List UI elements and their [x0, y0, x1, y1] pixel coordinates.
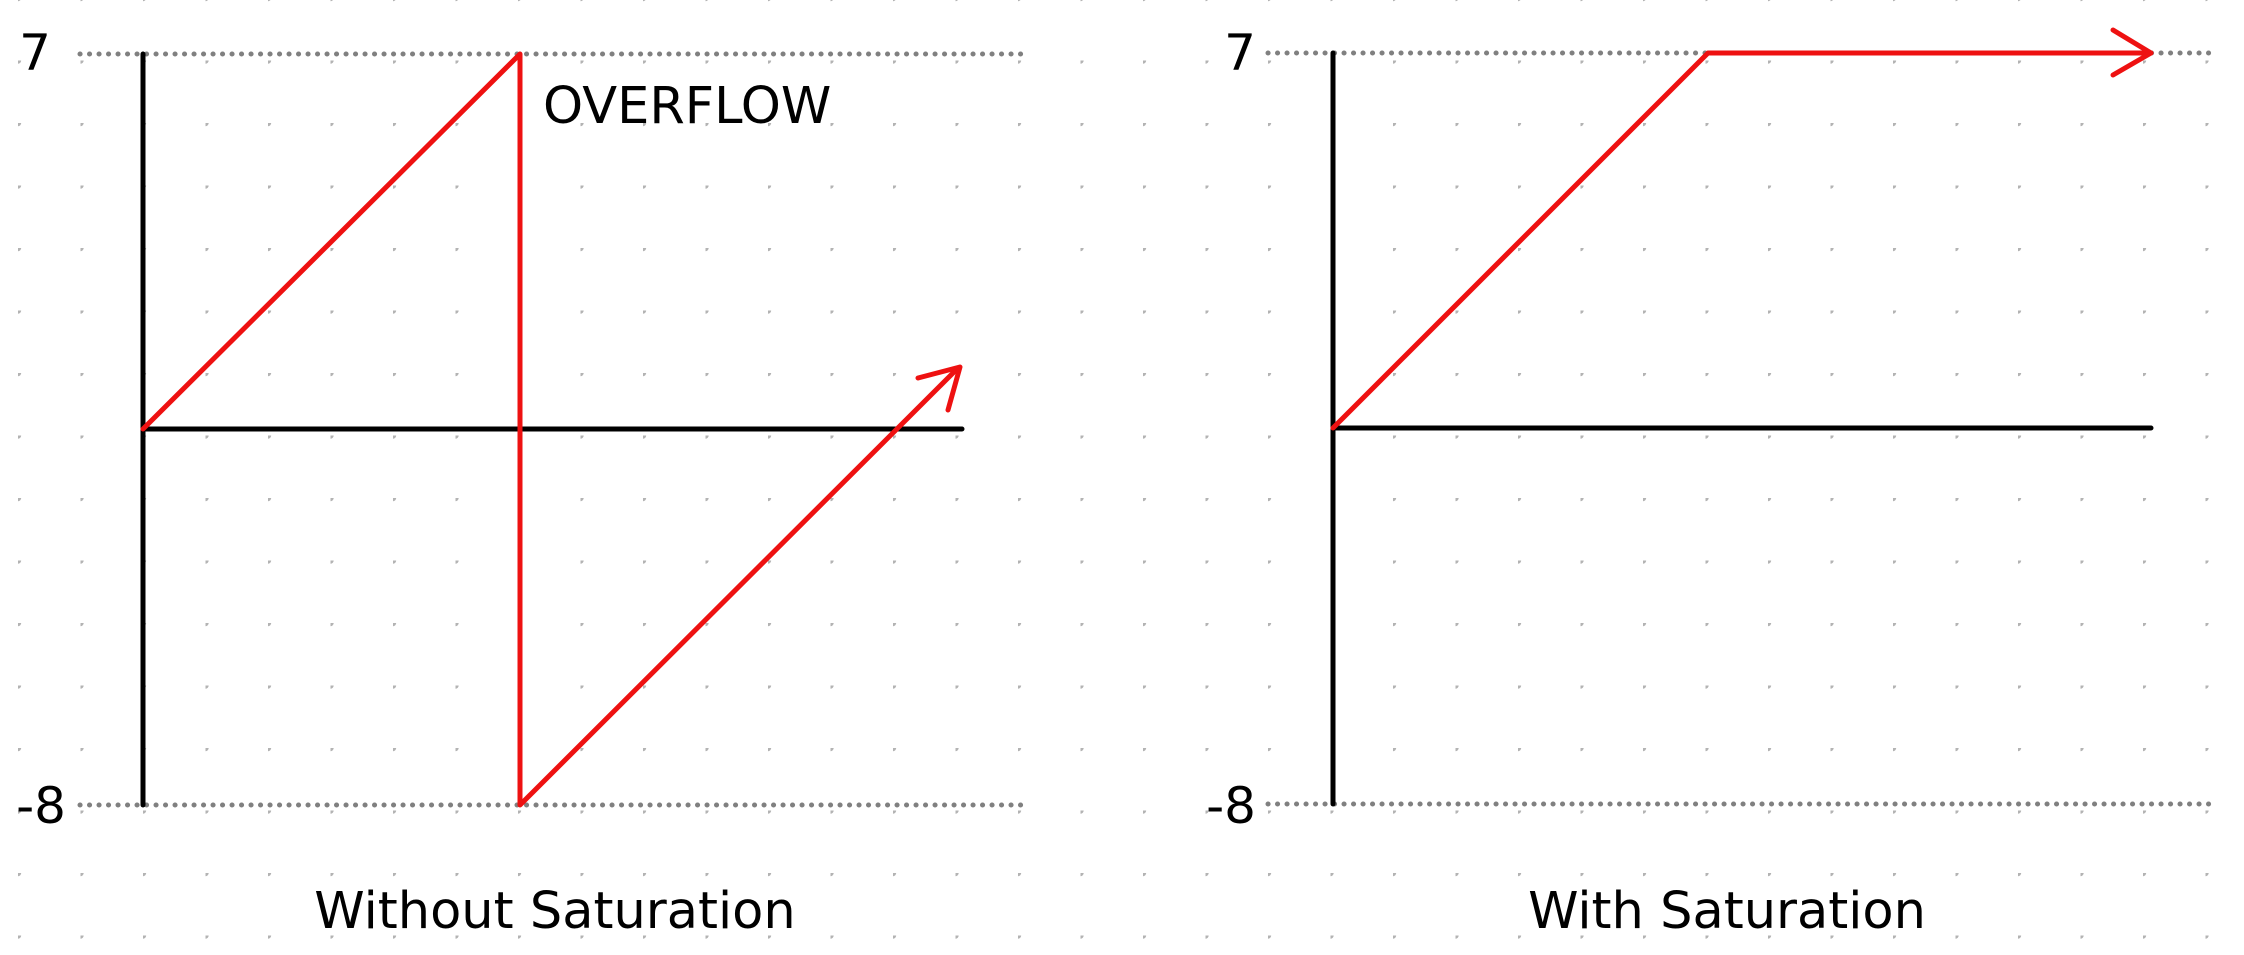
y-max-label: 7	[19, 24, 51, 82]
saturated-signal-line	[1330, 50, 2154, 431]
panel-without-saturation: 7 -8 OVERFLOW Without Saturation	[16, 24, 1028, 941]
overflow-annotation: OVERFLOW	[543, 77, 831, 136]
arrowhead-icon	[915, 364, 963, 413]
panel-title: Without Saturation	[314, 882, 795, 941]
y-min-label: -8	[1206, 777, 1256, 835]
wraparound-signal-line	[140, 51, 958, 808]
panel-with-saturation: 7 -8 With Saturation	[1206, 24, 2217, 941]
arrowhead-icon	[2110, 27, 2154, 78]
y-min-label: -8	[16, 777, 66, 835]
y-max-label: 7	[1224, 24, 1256, 82]
panel-title: With Saturation	[1528, 882, 1926, 941]
